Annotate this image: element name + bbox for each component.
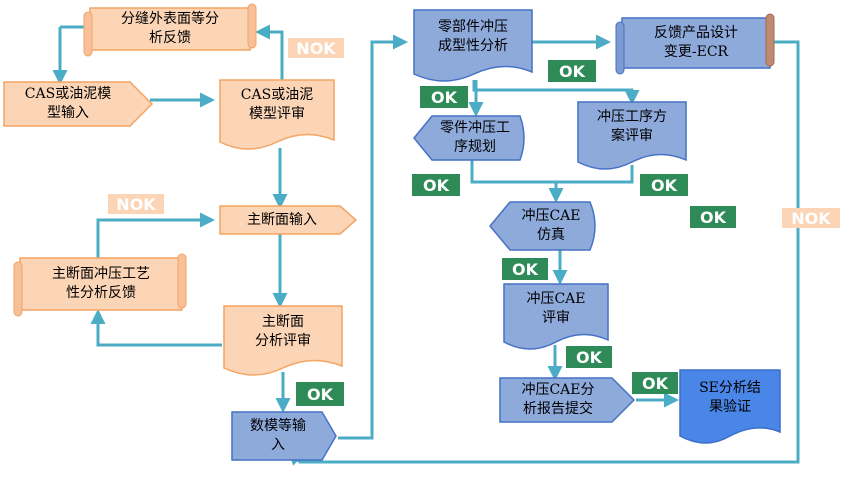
section-feedback-shape xyxy=(13,253,187,317)
connector-section-feedback-to-input xyxy=(96,212,215,258)
connector-data-to-part xyxy=(338,34,408,440)
ok-badge-part-left: OK xyxy=(420,86,468,108)
connector-cas-review-nok xyxy=(255,24,284,82)
nok-badge-cas: NOK xyxy=(288,38,344,58)
gap-feedback-shape xyxy=(83,3,257,57)
cae-report-shape xyxy=(499,377,636,423)
connector-plan-to-cae xyxy=(470,160,564,203)
se-verify-shape xyxy=(679,369,781,444)
nok-badge-section: NOK xyxy=(108,194,164,214)
ok-badge-cae-review: OK xyxy=(566,346,612,368)
cae-sim-shape xyxy=(489,201,596,251)
section-review-shape xyxy=(223,305,343,376)
ok-badge-mid: OK xyxy=(690,206,736,228)
ecr-shape xyxy=(615,13,775,75)
connector-section-review-nok xyxy=(90,309,222,347)
ok-badge-process: OK xyxy=(640,174,688,196)
cae-review-shape xyxy=(503,283,609,350)
process-plan-shape xyxy=(413,115,525,161)
section-input-shape xyxy=(219,205,358,235)
ok-badge-report: OK xyxy=(632,372,678,394)
part-analysis-shape xyxy=(413,9,533,82)
ok-badge-plan: OK xyxy=(412,174,460,196)
cas-review-shape xyxy=(219,79,335,150)
connector-part-to-process-review xyxy=(472,80,640,105)
connector-process-to-cae xyxy=(556,165,634,184)
ok-badge-section: OK xyxy=(296,382,344,406)
process-review-shape xyxy=(577,101,687,170)
data-input-shape xyxy=(231,411,337,461)
nok-badge-ecr: NOK xyxy=(782,208,840,228)
ok-badge-cae-sim: OK xyxy=(502,258,548,280)
ok-badge-part-top: OK xyxy=(548,60,596,82)
cas-input-shape xyxy=(3,81,154,127)
